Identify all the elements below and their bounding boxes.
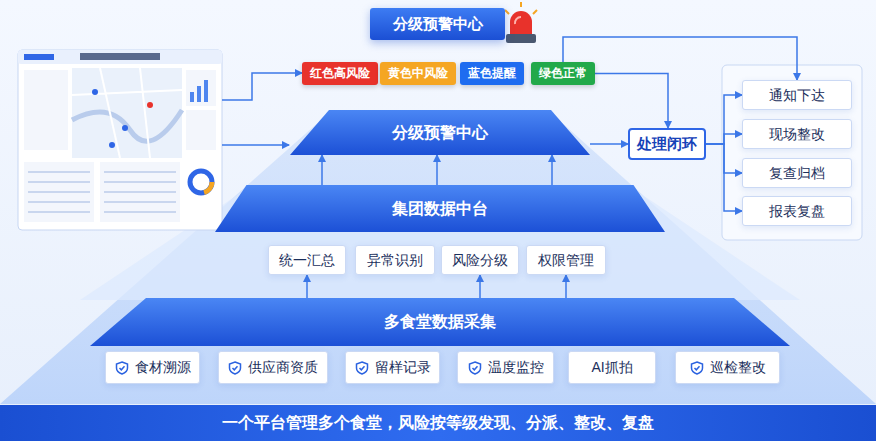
action-box: 通知下达: [742, 80, 852, 110]
node-label: 供应商资质: [248, 359, 318, 376]
action-box: 复查归档: [742, 158, 852, 188]
node-label: 风险分级: [452, 252, 508, 269]
node-label: 复查归档: [769, 165, 825, 182]
node-label: 绿色正常: [539, 66, 587, 80]
source-box: 温度监控: [457, 351, 554, 384]
caption-band: 一个平台管理多个食堂，风险按等级发现、分派、整改、复盘: [0, 405, 876, 441]
connector: [706, 134, 742, 144]
node-label: 蓝色提醒: [468, 66, 516, 80]
node-label: 分级预警中心: [393, 15, 483, 33]
node-label: 黄色中风险: [388, 66, 448, 80]
node-label: 留样记录: [375, 359, 431, 376]
flow-line: [222, 73, 302, 100]
source-box: 巡检整改: [675, 351, 780, 384]
node-label: 巡检整改: [710, 359, 766, 376]
node-label: 食材溯源: [135, 359, 191, 376]
item-icon: [115, 361, 129, 375]
connector: [565, 275, 567, 298]
connector: [551, 155, 553, 185]
connector: [590, 143, 628, 145]
pyramid-layer: 集团数据中台: [215, 185, 665, 232]
node-label: 异常识别: [367, 252, 423, 269]
node-label: 处理闭环: [637, 135, 697, 153]
node-label: 报表复盘: [769, 203, 825, 220]
node-label: 分级预警中心: [392, 123, 488, 142]
connector: [706, 95, 742, 144]
action-box: 报表复盘: [742, 196, 852, 226]
source-box: 供应商资质: [218, 351, 328, 384]
group-frame: [722, 65, 862, 240]
risk-pill: 绿色正常: [531, 62, 595, 85]
function-box: 统一汇总: [268, 245, 346, 275]
dashboard-screenshot: [18, 50, 222, 230]
connector: [436, 155, 438, 185]
connector: [306, 275, 308, 298]
connector: [706, 144, 742, 211]
node-label: AI抓拍: [591, 359, 632, 376]
node-label: 温度监控: [488, 359, 544, 376]
item-icon: [355, 361, 369, 375]
connector: [479, 275, 481, 298]
function-box: 异常识别: [355, 245, 435, 275]
source-box: 留样记录: [345, 351, 440, 384]
node-label: 现场整改: [769, 126, 825, 143]
item-icon: [468, 361, 482, 375]
source-box: AI抓拍: [568, 351, 656, 384]
node-label: 统一汇总: [279, 252, 335, 269]
node-label: 多食堂数据采集: [384, 312, 496, 331]
risk-pill: 蓝色提醒: [460, 62, 524, 85]
connector: [563, 37, 797, 80]
connector: [595, 74, 668, 129]
header-box: 分级预警中心: [370, 8, 505, 40]
function-box: 风险分级: [441, 245, 519, 275]
process-box: 处理闭环: [628, 128, 706, 160]
node-label: 权限管理: [538, 252, 594, 269]
item-icon: [228, 361, 242, 375]
risk-pill: 黄色中风险: [380, 62, 456, 85]
pyramid-layer: 分级预警中心: [290, 110, 590, 155]
node-label: 红色高风险: [310, 66, 370, 80]
node-label: 一个平台管理多个食堂，风险按等级发现、分派、整改、复盘: [222, 413, 654, 432]
action-box: 现场整改: [742, 119, 852, 149]
node-label: 集团数据中台: [392, 199, 488, 218]
source-box: 食材溯源: [105, 351, 200, 384]
node-label: 通知下达: [769, 87, 825, 104]
flow-line: [222, 144, 289, 146]
function-box: 权限管理: [526, 245, 606, 275]
connector: [321, 155, 323, 185]
siren-icon: [505, 2, 537, 43]
item-icon: [690, 361, 704, 375]
pyramid-layer: 多食堂数据采集: [90, 298, 790, 346]
risk-pill: 红色高风险: [302, 62, 378, 85]
